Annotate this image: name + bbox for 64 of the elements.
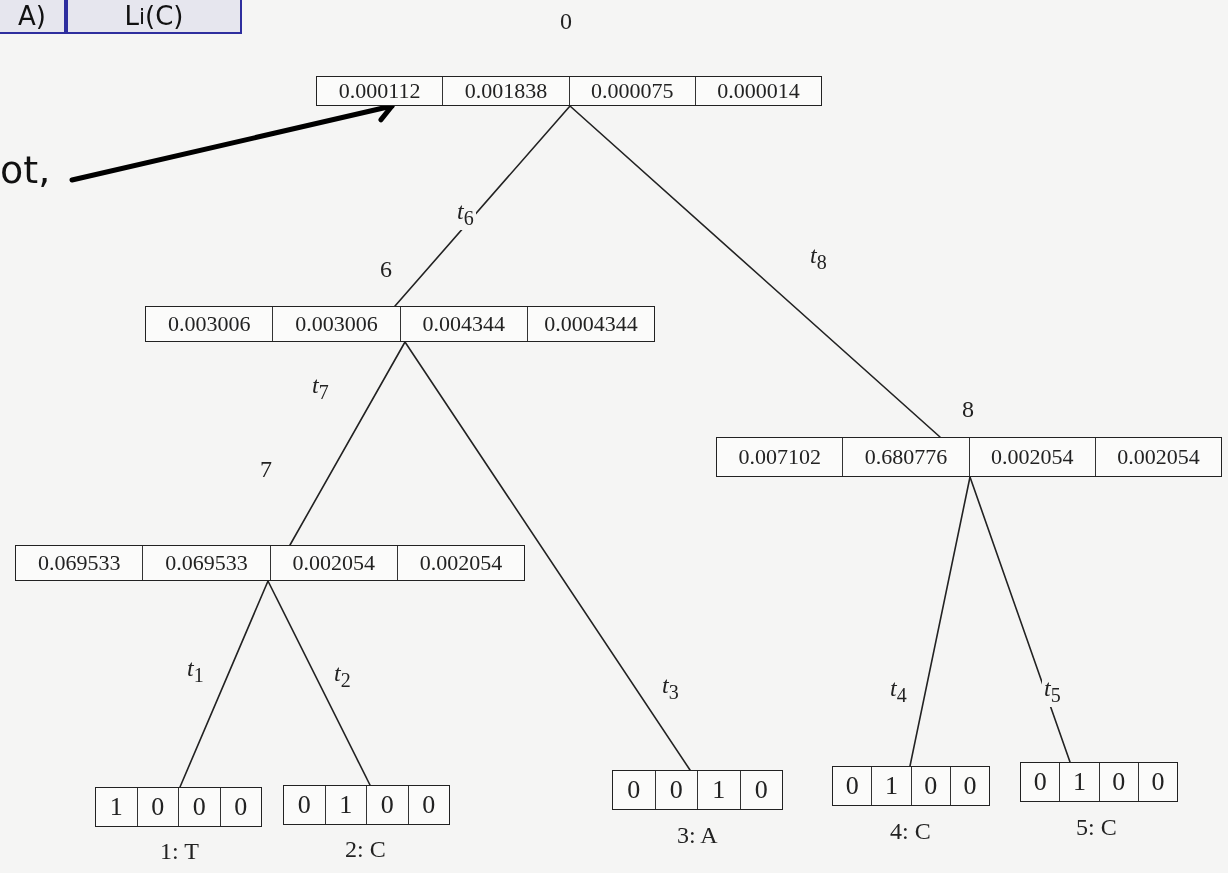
branch-line xyxy=(404,341,691,771)
value-cell: 0 xyxy=(910,767,950,805)
node-label: 7 xyxy=(260,456,272,483)
value-cell: 0.003006 xyxy=(272,307,400,341)
value-cell: 0 xyxy=(949,767,989,805)
value-cell: 0.001838 xyxy=(442,77,569,105)
branch-line xyxy=(179,580,269,788)
node-label: 0 xyxy=(560,8,572,35)
table-header-cell: A) xyxy=(0,0,66,34)
likelihood-vector xyxy=(95,787,262,827)
value-cell: 0 xyxy=(407,786,449,824)
value-cell: 0 xyxy=(178,788,220,826)
node-label: 6 xyxy=(380,256,392,283)
value-cell: 0.000075 xyxy=(568,77,695,105)
branch-line xyxy=(394,105,571,307)
likelihood-vector xyxy=(15,545,525,581)
value-cell-text: 0 xyxy=(1032,766,1048,798)
value-cell: 0.002054 xyxy=(396,546,524,580)
value-cell: 0.002054 xyxy=(1094,438,1221,476)
node-label: 2: C xyxy=(345,836,386,863)
value-cell-text: 0.069533 xyxy=(36,549,122,577)
node-label: 4: C xyxy=(890,818,931,845)
value-cell: 0.002054 xyxy=(968,438,1095,476)
value-cell-text: 0 xyxy=(844,770,860,802)
likelihood-vector xyxy=(1020,762,1178,802)
branch-line xyxy=(267,580,371,786)
value-cell-text: 1 xyxy=(108,791,124,823)
branch-line xyxy=(289,341,406,546)
branch-line xyxy=(909,476,971,767)
value-cell-text: 0.000112 xyxy=(337,77,422,105)
value-cell: 0 xyxy=(654,771,697,809)
value-cell-text: 0.003006 xyxy=(166,310,252,338)
branch-line xyxy=(569,105,941,438)
value-cell: 0 xyxy=(1137,763,1177,801)
likelihood-vector xyxy=(716,437,1222,477)
value-cell: 0.069533 xyxy=(142,546,270,580)
likelihood-vector xyxy=(612,770,783,810)
value-cell: 0 xyxy=(219,788,261,826)
likelihood-vector xyxy=(283,785,450,825)
value-cell: 0.0004344 xyxy=(526,307,654,341)
value-cell: 0 xyxy=(1098,763,1138,801)
node-label: 1: T xyxy=(160,838,199,865)
branch-line xyxy=(969,476,1071,763)
value-cell: 0.004344 xyxy=(399,307,527,341)
value-cell-text: 0 xyxy=(296,789,312,821)
value-cell: 1 xyxy=(324,786,366,824)
value-cell-text: 0.007102 xyxy=(737,443,822,471)
likelihood-vector xyxy=(316,76,822,106)
node-label: 3: A xyxy=(677,822,718,849)
value-cell: 1 xyxy=(697,771,740,809)
value-cell: 0.002054 xyxy=(269,546,397,580)
value-cell: 0.000014 xyxy=(694,77,821,105)
value-cell: 0 xyxy=(366,786,408,824)
value-cell: 1 xyxy=(1059,763,1099,801)
value-cell: 0 xyxy=(739,771,782,809)
node-label: 8 xyxy=(962,396,974,423)
callout-text: ot, xyxy=(0,148,72,198)
value-cell: 0 xyxy=(136,788,178,826)
likelihood-vector xyxy=(145,306,655,342)
node-label: 5: C xyxy=(1076,814,1117,841)
value-cell-text: 0 xyxy=(626,774,642,806)
value-cell: 1 xyxy=(871,767,911,805)
value-cell: 0.680776 xyxy=(842,438,969,476)
likelihood-vector xyxy=(832,766,990,806)
